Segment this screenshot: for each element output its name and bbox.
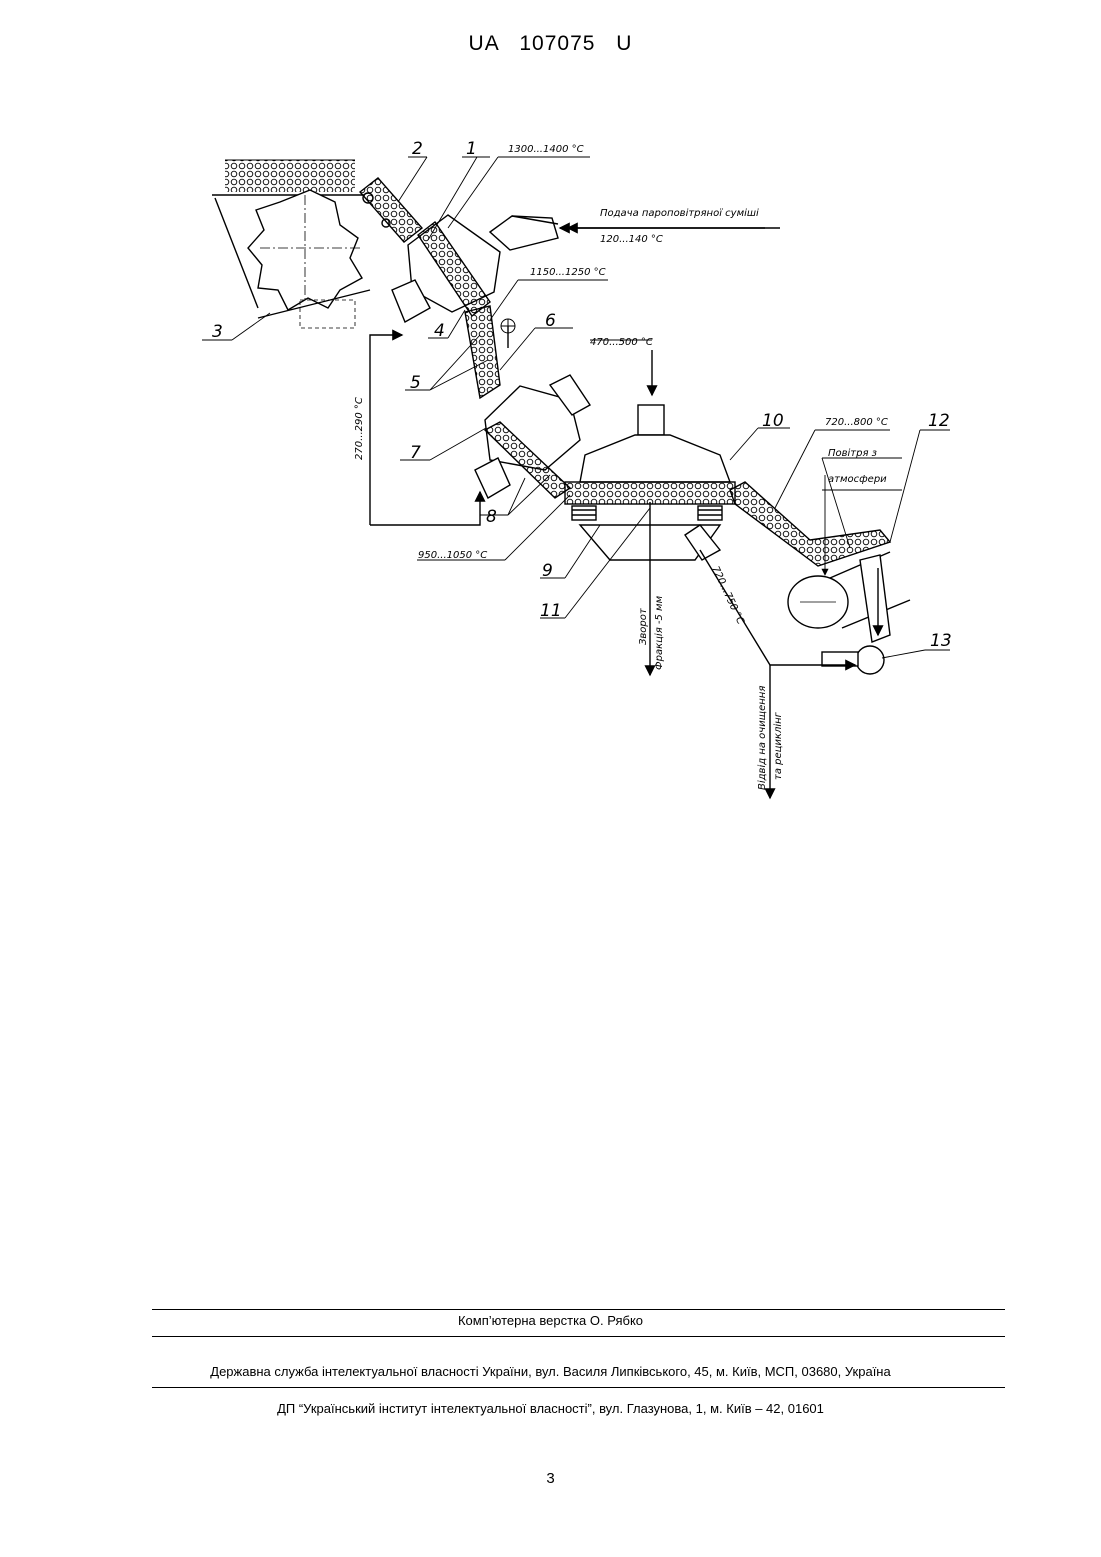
callout-10: 10 bbox=[762, 411, 784, 431]
sinter-label-1: Зворот bbox=[638, 607, 649, 645]
exhaust-label-1: Відвід на очищення bbox=[756, 686, 768, 790]
institute-address: ДП “Український інститут інтелектуальної… bbox=[0, 1401, 1101, 1416]
footer-rule-bottom bbox=[152, 1387, 1005, 1388]
footer-rule-middle bbox=[152, 1336, 1005, 1337]
temp-conveyor-12: 720...800 °C bbox=[825, 417, 888, 428]
callout-8: 8 bbox=[486, 507, 497, 527]
callout-11: 11 bbox=[540, 601, 562, 621]
exhaust-label-2: та рециклінг bbox=[772, 711, 784, 780]
temp-return-line: 270...290 °C bbox=[354, 397, 365, 460]
callout-13: 13 bbox=[930, 631, 952, 651]
drum-12 bbox=[788, 552, 910, 628]
patent-header: UA 107075 U bbox=[0, 32, 1101, 56]
process-diagram-svg: 2 1 3 4 5 6 7 8 9 10 11 12 13 1300...140… bbox=[190, 130, 970, 830]
conveyor-12 bbox=[730, 482, 890, 566]
temp-exhaust-7: 470...500 °C bbox=[590, 337, 653, 348]
temp-chute-5: 1150...1250 °C bbox=[530, 267, 606, 278]
air-label-1: Повітря з bbox=[828, 447, 877, 459]
footer-rule-top bbox=[152, 1309, 1005, 1310]
callout-3: 3 bbox=[212, 322, 223, 342]
callout-4: 4 bbox=[434, 321, 445, 341]
callout-2: 2 bbox=[412, 139, 423, 159]
roaster-7 bbox=[475, 375, 590, 498]
callout-9: 9 bbox=[542, 561, 553, 581]
temp-cooler-in: 950...1050 °C bbox=[418, 550, 487, 561]
temp-steam-air: 120...140 °C bbox=[600, 234, 663, 245]
callout-1: 1 bbox=[466, 139, 477, 159]
page-number: 3 bbox=[0, 1470, 1101, 1487]
sinter-label-2: Фракція -5 мм bbox=[653, 595, 665, 670]
agency-address: Державна служба інтелектуальної власност… bbox=[0, 1364, 1101, 1379]
callout-6: 6 bbox=[545, 311, 556, 331]
temp-cooler-exhaust: 720...750 °C bbox=[709, 565, 746, 627]
sintering-drum bbox=[212, 160, 390, 328]
callout-7: 7 bbox=[410, 443, 421, 463]
temp-roaster-1: 1300...1400 °C bbox=[508, 144, 584, 155]
air-label-2: атмосфери bbox=[828, 474, 887, 485]
typesetting-credit: Комп’ютерна верстка О. Рябко bbox=[0, 1313, 1101, 1328]
callout-5: 5 bbox=[410, 373, 421, 393]
chute-5 bbox=[465, 306, 500, 398]
steam-air-label: Подача пароповітряної суміші bbox=[600, 207, 759, 219]
process-diagram: 2 1 3 4 5 6 7 8 9 10 11 12 13 1300...140… bbox=[190, 130, 970, 830]
callout-12: 12 bbox=[928, 411, 950, 431]
chute-2 bbox=[360, 178, 422, 242]
